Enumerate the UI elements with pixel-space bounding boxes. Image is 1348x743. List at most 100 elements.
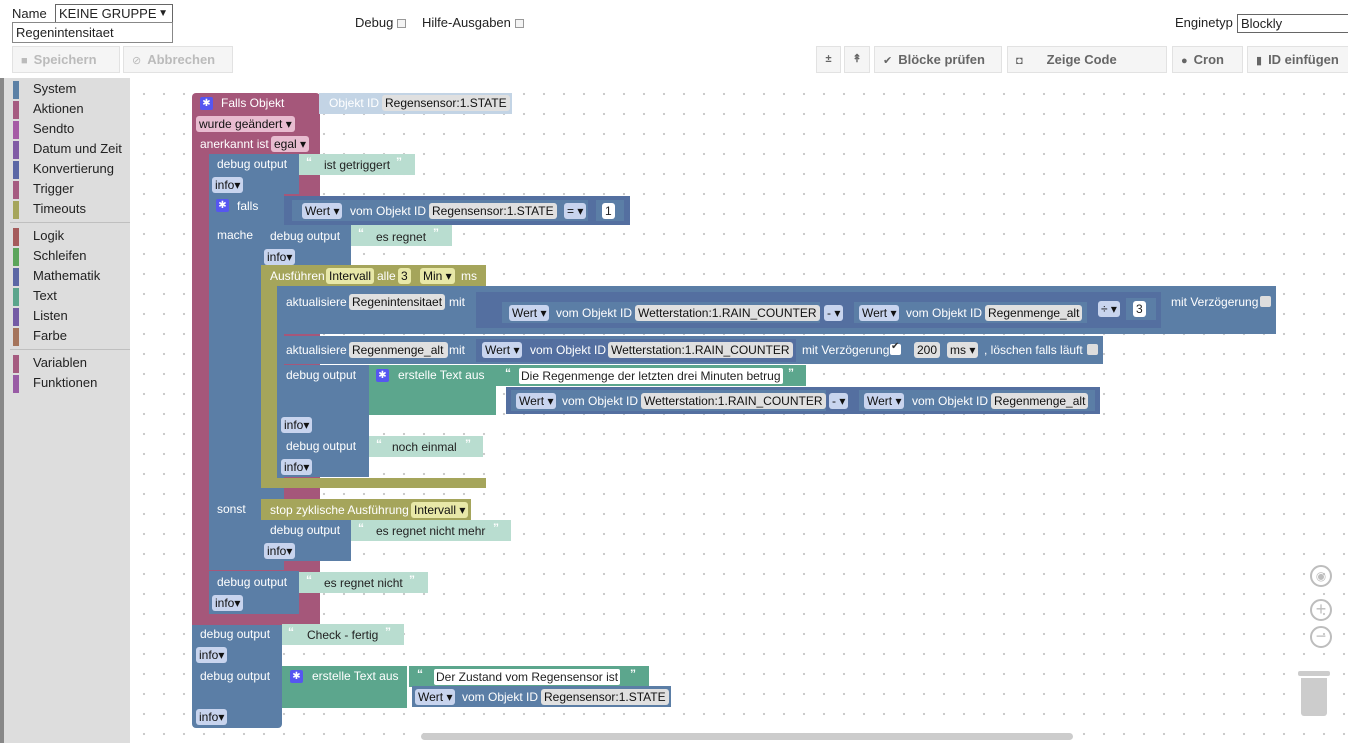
script-name-input[interactable]: Regenintensitaet [12, 22, 173, 43]
text-block[interactable] [369, 436, 483, 457]
horizontal-scrollbar[interactable] [421, 733, 1073, 740]
delay-value[interactable]: 200 [914, 342, 941, 358]
wert-dropdown[interactable]: Wert ▾ [516, 393, 557, 409]
operator-dropdown[interactable]: - ▾ [829, 393, 849, 409]
debug-level-dropdown[interactable]: info▾ [281, 417, 313, 433]
wert-dropdown[interactable]: Wert ▾ [859, 305, 900, 321]
toolbox-category-sendto[interactable]: Sendto [13, 119, 74, 139]
gear-icon[interactable]: ✱ [290, 670, 303, 683]
import-button[interactable]: ↟ [844, 46, 870, 73]
recenter-icon[interactable]: ◉ [1310, 565, 1332, 587]
delay-unit-dropdown[interactable]: ms ▾ [947, 342, 979, 358]
toolbox-category-aktionen[interactable]: Aktionen [13, 99, 84, 119]
rain-counter-id[interactable]: Wetterstation:1.RAIN_COUNTER [641, 393, 826, 409]
quote-close-icon: ” [433, 226, 439, 240]
wert-dropdown[interactable]: Wert ▾ [482, 342, 523, 358]
gear-icon[interactable]: ✱ [200, 97, 213, 110]
insert-id-button[interactable]: ▮ID einfügen [1247, 46, 1348, 73]
quote-close-icon: ” [385, 625, 391, 639]
code-icon: ◘ [1016, 55, 1023, 67]
category-color-swatch [13, 140, 19, 159]
toolbox-category-logik[interactable]: Logik [13, 226, 64, 246]
debug-level-dropdown[interactable]: info▾ [264, 249, 296, 265]
wurde-geaendert-dropdown[interactable]: wurde geändert ▾ [196, 116, 295, 132]
category-color-swatch [13, 100, 19, 119]
operator-dropdown[interactable]: - ▾ [824, 305, 844, 321]
check-blocks-button[interactable]: ✔Blöcke prüfen [874, 46, 1002, 73]
show-code-button[interactable]: ◘Zeige Code [1007, 46, 1167, 73]
text-block[interactable] [351, 520, 511, 541]
toolbox-category-mathematik[interactable]: Mathematik [13, 266, 100, 286]
zoom-in-icon[interactable]: + [1310, 599, 1332, 621]
toolbox-category-listen[interactable]: Listen [13, 306, 68, 326]
clear-running-checkbox[interactable] [1087, 344, 1098, 355]
save-button[interactable]: ■Speichern [12, 46, 120, 73]
wert-dropdown[interactable]: Wert ▾ [864, 393, 905, 409]
text-join-block[interactable] [369, 365, 496, 415]
interval-value[interactable]: 3 [398, 268, 411, 284]
hilfe-checkbox[interactable] [514, 19, 524, 29]
group-select[interactable]: KEINE GRUPPE▼ [55, 4, 173, 23]
toolbox-category-datum-und-zeit[interactable]: Datum und Zeit [13, 139, 122, 159]
debug-level-dropdown[interactable]: info▾ [212, 595, 244, 611]
toolbox-category-text[interactable]: Text [13, 286, 57, 306]
interval-unit-dropdown[interactable]: Min ▾ [420, 268, 455, 284]
delay-checkbox[interactable] [1260, 296, 1271, 307]
quote-open-icon: “ [306, 155, 312, 169]
text-block[interactable] [351, 225, 452, 246]
zoom-out-icon[interactable]: − [1310, 626, 1332, 648]
update-target-id[interactable]: Regenintensitaet [349, 294, 446, 310]
text-value: Der Zustand vom Regensensor ist [434, 669, 621, 685]
objekt-id-value[interactable]: Regensensor:1.STATE [382, 95, 510, 111]
debug-checkbox-label[interactable]: Debug [355, 15, 407, 30]
debug-label: Debug [355, 15, 394, 30]
blockly-workspace[interactable]: ✱ Falls Objekt Objekt ID Regensensor:1.S… [130, 78, 1348, 743]
debug-level-dropdown[interactable]: info▾ [196, 647, 228, 663]
toolbox-category-timeouts[interactable]: Timeouts [13, 199, 86, 219]
category-label: Text [33, 288, 57, 303]
debug-level-dropdown[interactable]: info▾ [264, 543, 296, 559]
interval-name-dropdown[interactable]: Intervall ▾ [411, 502, 469, 518]
debug-level-dropdown[interactable]: info▾ [196, 709, 228, 725]
gear-icon[interactable]: ✱ [216, 199, 229, 212]
divide-dropdown[interactable]: ÷ ▾ [1098, 301, 1120, 317]
toolbox-category-farbe[interactable]: Farbe [13, 326, 67, 346]
gear-icon[interactable]: ✱ [376, 369, 389, 382]
debug-level-dropdown[interactable]: info▾ [212, 177, 244, 193]
toolbox-category-variablen[interactable]: Variablen [13, 353, 87, 373]
operator-dropdown[interactable]: = ▾ [564, 203, 587, 219]
cron-button[interactable]: ●Cron [1172, 46, 1243, 73]
toolbox-category-funktionen[interactable]: Funktionen [13, 373, 97, 393]
toolbox-category-trigger[interactable]: Trigger [13, 179, 74, 199]
anerkannt-dropdown[interactable]: egal ▾ [271, 136, 310, 152]
condition-object-id[interactable]: Regensensor:1.STATE [429, 203, 557, 219]
debug-checkbox[interactable] [397, 19, 407, 29]
trash-icon[interactable] [1298, 671, 1330, 716]
wert-dropdown[interactable]: Wert ▾ [415, 689, 456, 705]
zustand-object-id[interactable]: Regensensor:1.STATE [541, 689, 669, 705]
regenmenge-alt-id[interactable]: Regenmenge_alt [985, 305, 1083, 321]
toolbox-category-system[interactable]: System [13, 79, 76, 99]
divisor-value[interactable]: 3 [1133, 301, 1146, 317]
toolbox-category-schleifen[interactable]: Schleifen [13, 246, 86, 266]
engine-select[interactable]: Blockly [1237, 14, 1348, 33]
quote-close-icon: ” [493, 521, 499, 535]
rain-counter-id[interactable]: Wetterstation:1.RAIN_COUNTER [635, 305, 820, 321]
cancel-button[interactable]: ⊘Abbrechen [123, 46, 233, 73]
number-value[interactable]: 1 [602, 203, 615, 219]
wert-dropdown[interactable]: Wert ▾ [509, 305, 550, 321]
text-block[interactable] [282, 624, 404, 645]
hilfe-checkbox-label[interactable]: Hilfe-Ausgaben [422, 15, 524, 30]
rain-counter-id[interactable]: Wetterstation:1.RAIN_COUNTER [608, 342, 793, 358]
category-color-swatch [13, 80, 19, 99]
interval-name-field[interactable]: Intervall [326, 268, 375, 284]
debug-level-dropdown[interactable]: info▾ [281, 459, 313, 475]
export-button[interactable]: ± [816, 46, 841, 73]
text-block[interactable] [299, 154, 415, 175]
text-block[interactable] [299, 572, 428, 593]
delay-checkbox-checked[interactable]: ✔ [890, 341, 901, 355]
update-target-id[interactable]: Regenmenge_alt [349, 342, 448, 358]
wert-dropdown[interactable]: Wert ▾ [302, 203, 343, 219]
regenmenge-alt-id[interactable]: Regenmenge_alt [991, 393, 1089, 409]
toolbox-category-konvertierung[interactable]: Konvertierung [13, 159, 114, 179]
